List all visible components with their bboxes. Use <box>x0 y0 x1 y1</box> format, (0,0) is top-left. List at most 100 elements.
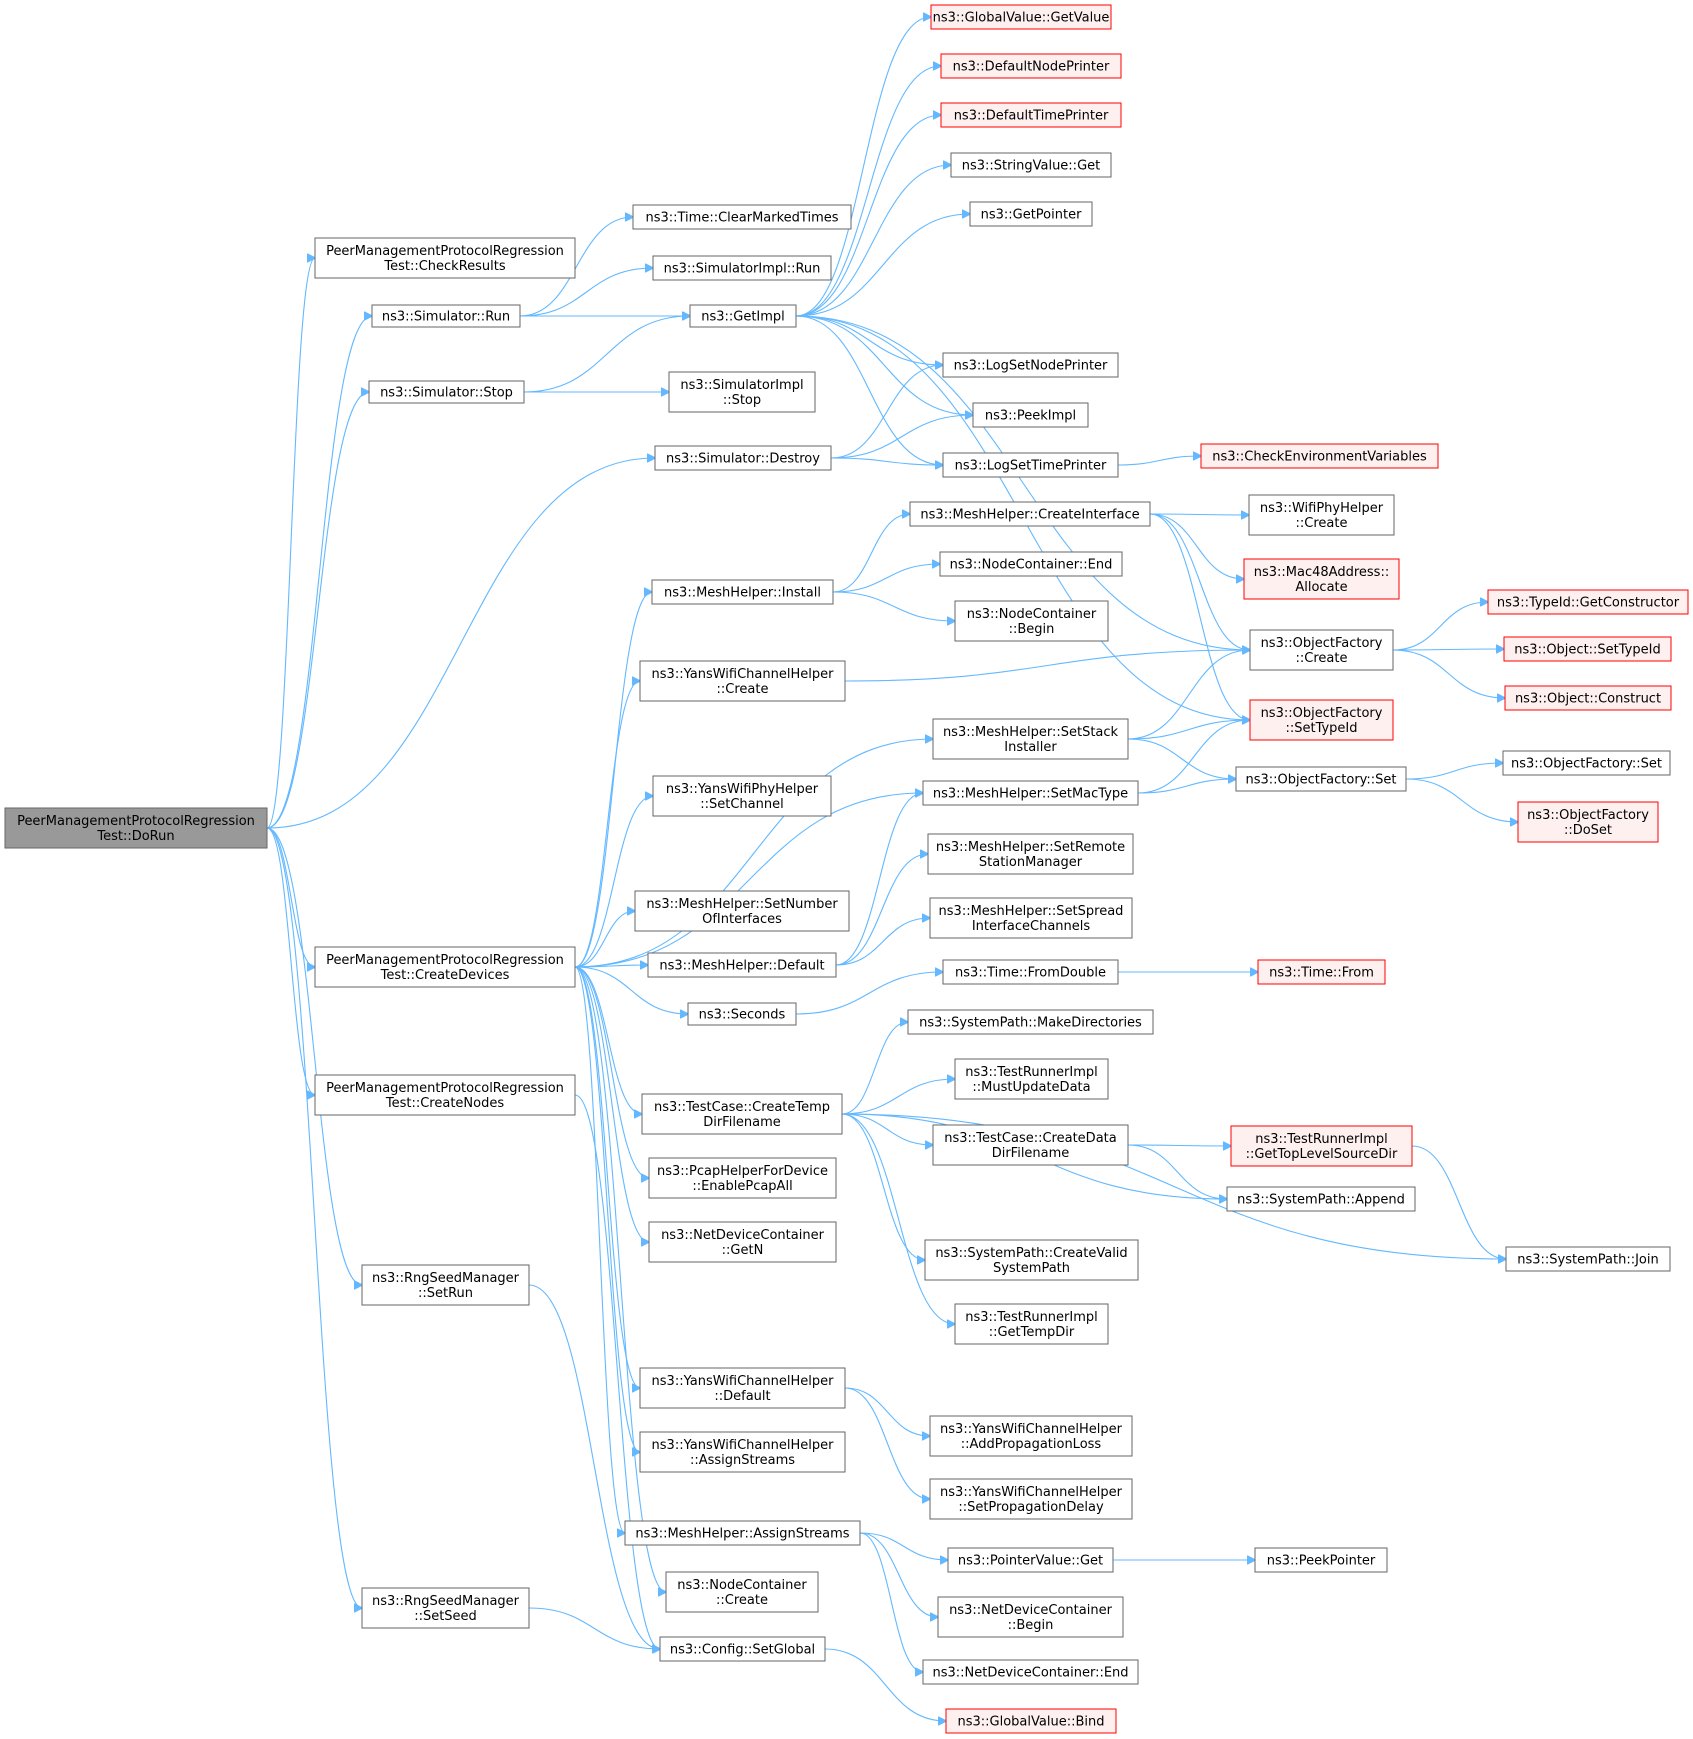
node-ncend[interactable]: ns3::NodeContainer::End <box>939 551 1123 577</box>
node-getimpl[interactable]: ns3::GetImpl <box>689 304 797 328</box>
node-yanschassign[interactable]: ns3::YansWifiChannelHelper::AssignStream… <box>639 1431 846 1473</box>
node-yansphysetch[interactable]: ns3::YansWifiPhyHelper::SetChannel <box>652 775 832 817</box>
node-meshsetmac[interactable]: ns3::MeshHelper::SetMacType <box>922 780 1139 806</box>
node-box <box>1254 1547 1388 1573</box>
node-configsetglobal[interactable]: ns3::Config::SetGlobal <box>659 1636 826 1662</box>
node-ofset2[interactable]: ns3::ObjectFactory::Set <box>1502 750 1671 776</box>
node-mustupdate[interactable]: ns3::TestRunnerImpl::MustUpdateData <box>954 1058 1109 1100</box>
edge-meshsetmac-to-ofset <box>1137 779 1236 794</box>
edge-meshinstall-to-ncbegin <box>832 591 955 621</box>
node-ofset[interactable]: ns3::ObjectFactory::Set <box>1235 766 1407 792</box>
node-box <box>314 237 576 279</box>
node-setpropdelay[interactable]: ns3::YansWifiChannelHelper::SetPropagati… <box>929 1478 1133 1520</box>
node-makedirs[interactable]: ns3::SystemPath::MakeDirectories <box>907 1009 1154 1035</box>
node-gvgetvalue[interactable]: ns3::GlobalValue::GetValue <box>930 4 1112 30</box>
node-objconstruct[interactable]: ns3::Object::Construct <box>1504 685 1672 711</box>
node-yanschdefault[interactable]: ns3::YansWifiChannelHelper::Default <box>639 1367 846 1409</box>
node-seconds[interactable]: ns3::Seconds <box>687 1002 797 1026</box>
node-getpointer[interactable]: ns3::GetPointer <box>969 201 1093 227</box>
edge-createdevices-to-yanschdefault <box>574 966 640 1388</box>
node-defnodeprinter[interactable]: ns3::DefaultNodePrinter <box>940 53 1122 79</box>
node-box <box>624 1520 861 1546</box>
node-checkenv[interactable]: ns3::CheckEnvironmentVariables <box>1200 443 1439 469</box>
node-label: ns3::Time::FromDouble <box>955 966 1106 981</box>
edge-createtemp-to-makedirs <box>841 1022 908 1115</box>
edge-createdevices-to-meshinstall <box>574 592 652 968</box>
node-ncbegin[interactable]: ns3::NodeContainer::Begin <box>954 600 1109 642</box>
node-logsettime[interactable]: ns3::LogSetTimePrinter <box>942 452 1119 478</box>
node-label: ns3::MeshHelper::Install <box>664 586 821 601</box>
node-box <box>648 1221 837 1263</box>
node-label: Test::CreateDevices <box>380 968 510 983</box>
node-createnodes[interactable]: PeerManagementProtocolRegressionTest::Cr… <box>314 1074 576 1116</box>
node-logsetnode[interactable]: ns3::LogSetNodePrinter <box>942 352 1119 378</box>
node-label: ::Begin <box>1008 1618 1054 1633</box>
node-label: ns3::WifiPhyHelper <box>1260 501 1384 516</box>
node-spjoin[interactable]: ns3::SystemPath::Join <box>1505 1246 1671 1272</box>
node-timefromdouble[interactable]: ns3::Time::FromDouble <box>942 959 1119 985</box>
node-box <box>639 1431 846 1473</box>
node-ndcend[interactable]: ns3::NetDeviceContainer::End <box>922 1659 1139 1685</box>
node-label: ::AddPropagationLoss <box>961 1437 1102 1452</box>
node-ofcreate[interactable]: ns3::ObjectFactory::Create <box>1249 629 1394 671</box>
node-simstop[interactable]: ns3::Simulator::Stop <box>368 380 525 404</box>
node-objsettypeid[interactable]: ns3::Object::SetTypeId <box>1503 636 1672 662</box>
node-pcapenable[interactable]: ns3::PcapHelperForDevice::EnablePcapAll <box>648 1157 837 1199</box>
node-createdevices[interactable]: PeerManagementProtocolRegressionTest::Cr… <box>314 946 576 988</box>
node-label: Test::DoRun <box>96 829 174 844</box>
edge-getimpl-to-deftimeprinter <box>795 115 941 317</box>
node-label: ::GetN <box>722 1243 764 1258</box>
node-deftimeprinter[interactable]: ns3::DefaultTimePrinter <box>940 102 1122 128</box>
node-meshassign[interactable]: ns3::MeshHelper::AssignStreams <box>624 1520 861 1546</box>
node-simrun[interactable]: ns3::Simulator::Run <box>371 304 521 328</box>
node-ndcgetn[interactable]: ns3::NetDeviceContainer::GetN <box>648 1221 837 1263</box>
node-pointervalueget[interactable]: ns3::PointerValue::Get <box>947 1547 1114 1573</box>
node-gettoplevel[interactable]: ns3::TestRunnerImpl::GetTopLevelSourceDi… <box>1230 1125 1413 1167</box>
node-stringvalueget[interactable]: ns3::StringValue::Get <box>950 152 1112 178</box>
node-box <box>1235 766 1407 792</box>
node-gettempdir[interactable]: ns3::TestRunnerImpl::GetTempDir <box>954 1303 1109 1345</box>
node-ofsettypeid[interactable]: ns3::ObjectFactory::SetTypeId <box>1249 699 1394 741</box>
node-yanschcreate[interactable]: ns3::YansWifiChannelHelper::Create <box>639 660 846 702</box>
node-ndcbegin[interactable]: ns3::NetDeviceContainer::Begin <box>937 1596 1124 1638</box>
node-meshcreateif[interactable]: ns3::MeshHelper::CreateInterface <box>909 501 1151 527</box>
node-getconstructor[interactable]: ns3::TypeId::GetConstructor <box>1487 589 1689 615</box>
node-timefrom[interactable]: ns3::Time::From <box>1257 959 1386 985</box>
node-ofdoset[interactable]: ns3::ObjectFactory::DoSet <box>1517 801 1659 843</box>
node-label: ::AssignStreams <box>690 1453 795 1468</box>
node-box <box>4 807 268 849</box>
node-clearmarked[interactable]: ns3::Time::ClearMarkedTimes <box>632 204 852 230</box>
node-checkresults[interactable]: PeerManagementProtocolRegressionTest::Ch… <box>314 237 576 279</box>
node-meshsetspread[interactable]: ns3::MeshHelper::SetSpreadInterfaceChann… <box>929 897 1133 939</box>
node-peekpointer[interactable]: ns3::PeekPointer <box>1254 1547 1388 1573</box>
node-peekimpl[interactable]: ns3::PeekImpl <box>972 402 1089 428</box>
node-label: ns3::ObjectFactory::Set <box>1245 773 1396 788</box>
node-meshdefault[interactable]: ns3::MeshHelper::Default <box>647 952 837 978</box>
node-box <box>1487 589 1689 615</box>
node-spappend[interactable]: ns3::SystemPath::Append <box>1226 1186 1416 1212</box>
node-nccreate[interactable]: ns3::NodeContainer::Create <box>665 1571 819 1613</box>
node-rngsetrun[interactable]: ns3::RngSeedManager::SetRun <box>361 1264 530 1306</box>
node-wifiphycreate[interactable]: ns3::WifiPhyHelper::Create <box>1248 494 1395 536</box>
node-box <box>1505 1246 1671 1272</box>
edge-ofset-to-ofset2 <box>1405 763 1503 780</box>
node-label: ns3::Seconds <box>699 1008 786 1023</box>
node-simdestroy[interactable]: ns3::Simulator::Destroy <box>654 445 832 471</box>
node-simimplstop[interactable]: ns3::SimulatorImpl::Stop <box>668 371 816 413</box>
node-box <box>940 53 1122 79</box>
node-simimplrun[interactable]: ns3::SimulatorImpl::Run <box>652 255 832 281</box>
node-label: ns3::Simulator::Run <box>382 310 510 325</box>
node-gvbind[interactable]: ns3::GlobalValue::Bind <box>945 1708 1117 1734</box>
node-addproploss[interactable]: ns3::YansWifiChannelHelper::AddPropagati… <box>929 1415 1133 1457</box>
node-mac48alloc[interactable]: ns3::Mac48Address::Allocate <box>1243 558 1400 600</box>
node-meshinstall[interactable]: ns3::MeshHelper::Install <box>651 579 834 605</box>
edge-simdestroy-to-logsetnode <box>830 365 943 459</box>
node-rngsetseed[interactable]: ns3::RngSeedManager::SetSeed <box>361 1587 530 1629</box>
